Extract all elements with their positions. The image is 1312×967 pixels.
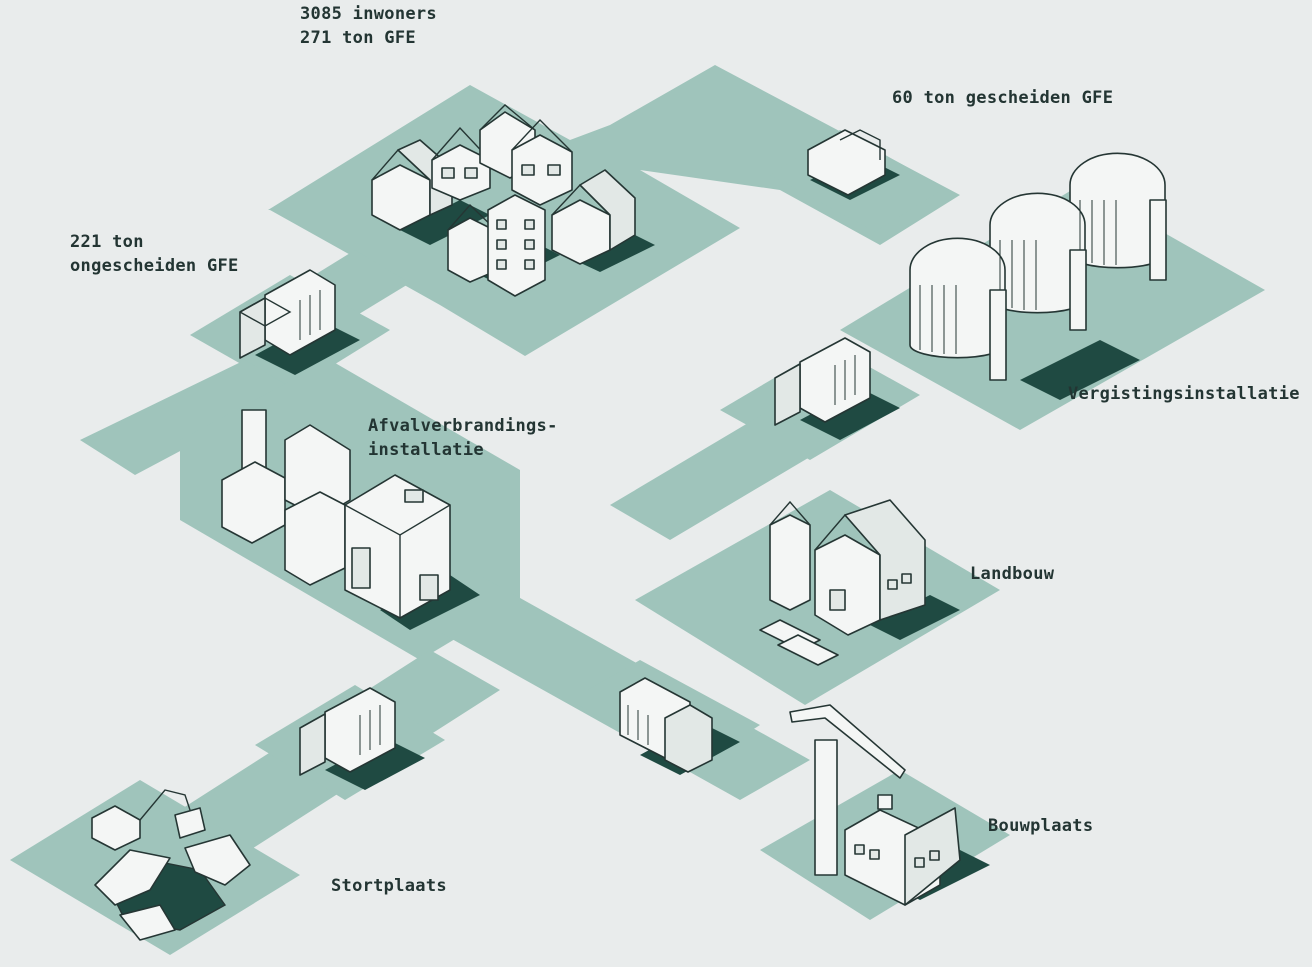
truck-icon (774, 337, 900, 440)
truck-icon (299, 687, 425, 790)
biogas-digester-tanks-icon (909, 152, 1167, 400)
unseparated-label-line2: ongescheiden GFE (70, 256, 239, 276)
residents-label-line1: 3085 inwoners (300, 4, 437, 24)
incinerator-label-line2: installatie (368, 440, 484, 460)
residents-label-line2: 271 ton GFE (300, 28, 416, 48)
residents-label: 3085 inwoners 271 ton GFE (300, 2, 437, 50)
farm-barn-silo-icon (759, 499, 960, 666)
digester-label: Vergistingsinstallatie (1068, 384, 1300, 404)
separated-label: 60 ton gescheiden GFE (892, 88, 1114, 108)
excavator-icon (91, 789, 206, 851)
agriculture-label: Landbouw (970, 564, 1055, 584)
truck-icon (619, 677, 740, 775)
construction-label: Bouwplaats (988, 816, 1094, 836)
unseparated-label: 221 ton ongescheiden GFE (70, 230, 239, 278)
incinerator-factory-icon (221, 409, 480, 630)
truck-icon (239, 269, 360, 375)
truck-icon (807, 129, 900, 200)
construction-crane-icon (789, 704, 990, 906)
ground-road-incinerator (80, 360, 295, 475)
ground-road-farm (610, 410, 830, 540)
incinerator-label: Afvalverbrandings- installatie (368, 414, 558, 462)
landfill-label: Stortplaats (331, 876, 447, 896)
unseparated-label-line1: 221 ton (70, 232, 144, 252)
houses-icon (371, 104, 655, 297)
incinerator-label-line1: Afvalverbrandings- (368, 416, 558, 436)
landfill-rocks-icon (94, 834, 251, 941)
